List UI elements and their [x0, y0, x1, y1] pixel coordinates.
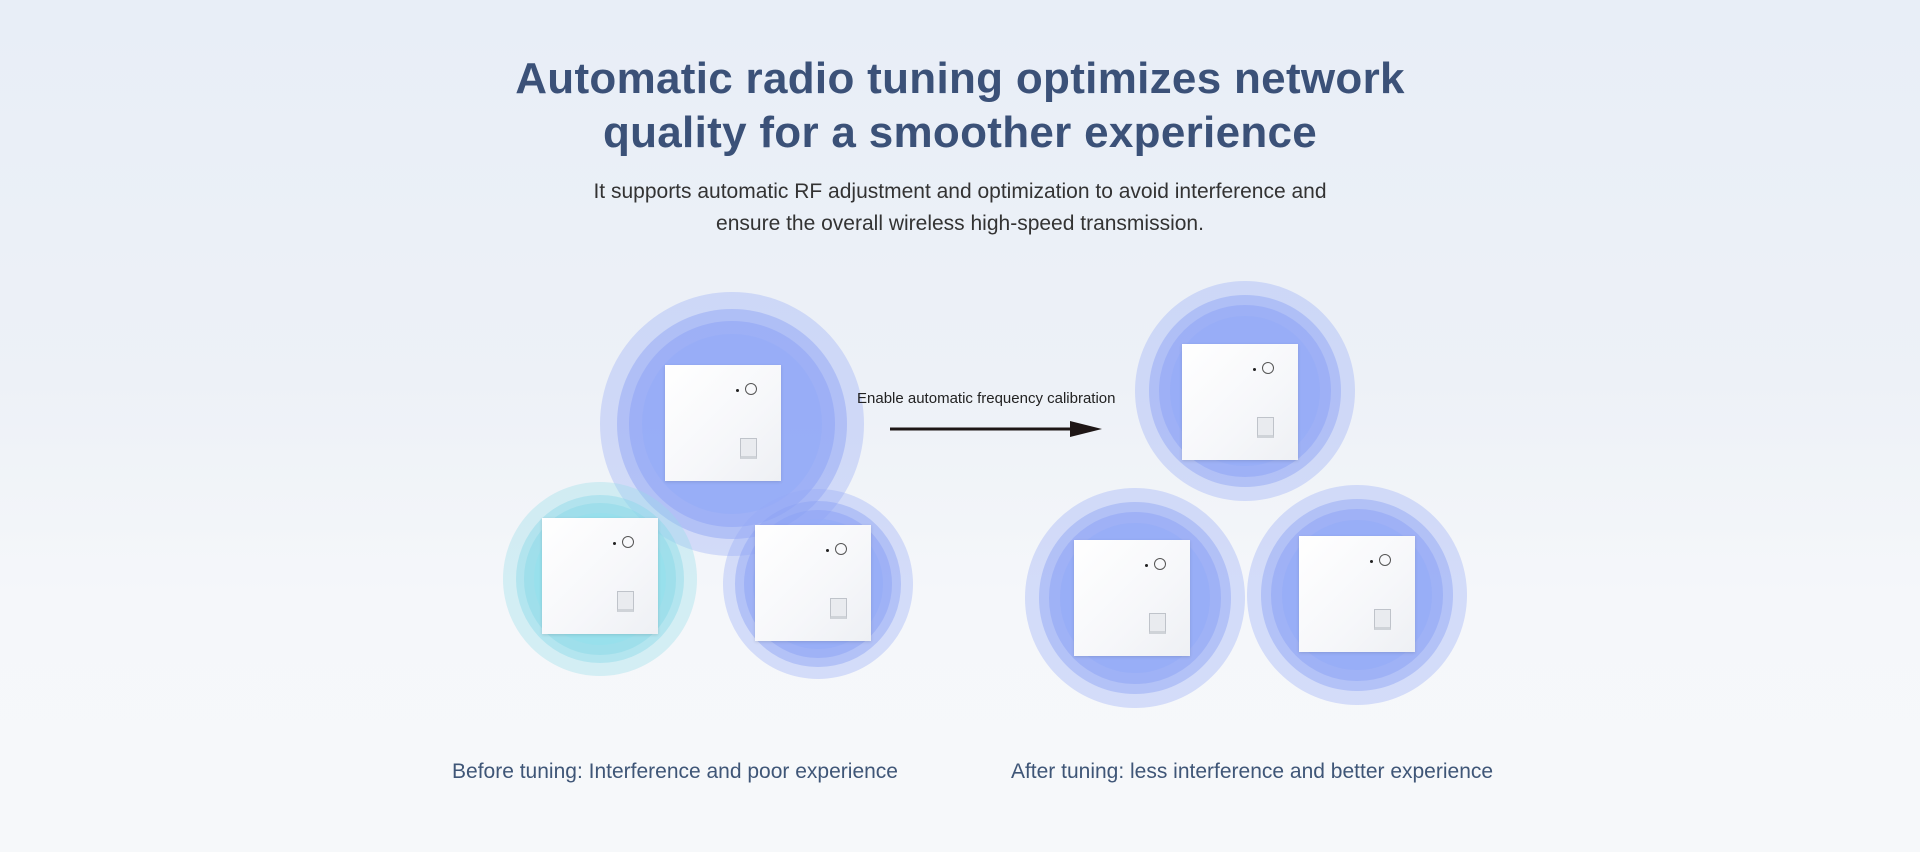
ethernet-port-icon	[1257, 417, 1274, 438]
title-line-1: Automatic radio tuning optimizes network	[515, 54, 1405, 103]
after-ap-left	[1074, 540, 1190, 656]
indicator-dot	[613, 542, 616, 545]
before-ap-left	[542, 518, 658, 634]
subtitle: It supports automatic RF adjustment and …	[0, 176, 1920, 240]
before-ap-right	[755, 525, 871, 641]
ethernet-port-icon	[740, 438, 757, 459]
subtitle-line-1: It supports automatic RF adjustment and …	[593, 180, 1327, 203]
ethernet-port-icon	[617, 591, 634, 612]
page-title: Automatic radio tuning optimizes network…	[0, 52, 1920, 160]
led-icon	[1379, 554, 1391, 566]
after-ap-top	[1182, 344, 1298, 460]
indicator-dot	[1145, 564, 1148, 567]
indicator-dot	[1253, 368, 1256, 371]
arrow-right-icon	[890, 421, 1102, 437]
ethernet-port-icon	[830, 598, 847, 619]
led-icon	[622, 536, 634, 548]
before-ap-top	[665, 365, 781, 481]
caption-after: After tuning: less interference and bett…	[1010, 760, 1494, 783]
title-line-2: quality for a smoother experience	[602, 108, 1318, 157]
led-icon	[1262, 362, 1274, 374]
caption-before: Before tuning: Interference and poor exp…	[452, 760, 898, 783]
after-ap-right	[1299, 536, 1415, 652]
led-icon	[1154, 558, 1166, 570]
led-icon	[745, 383, 757, 395]
indicator-dot	[1370, 560, 1373, 563]
subtitle-line-2: ensure the overall wireless high-speed t…	[716, 212, 1204, 235]
ethernet-port-icon	[1149, 613, 1166, 634]
indicator-dot	[736, 389, 739, 392]
indicator-dot	[826, 549, 829, 552]
arrow-label: Enable automatic frequency calibration	[857, 390, 1116, 407]
led-icon	[835, 543, 847, 555]
ethernet-port-icon	[1374, 609, 1391, 630]
